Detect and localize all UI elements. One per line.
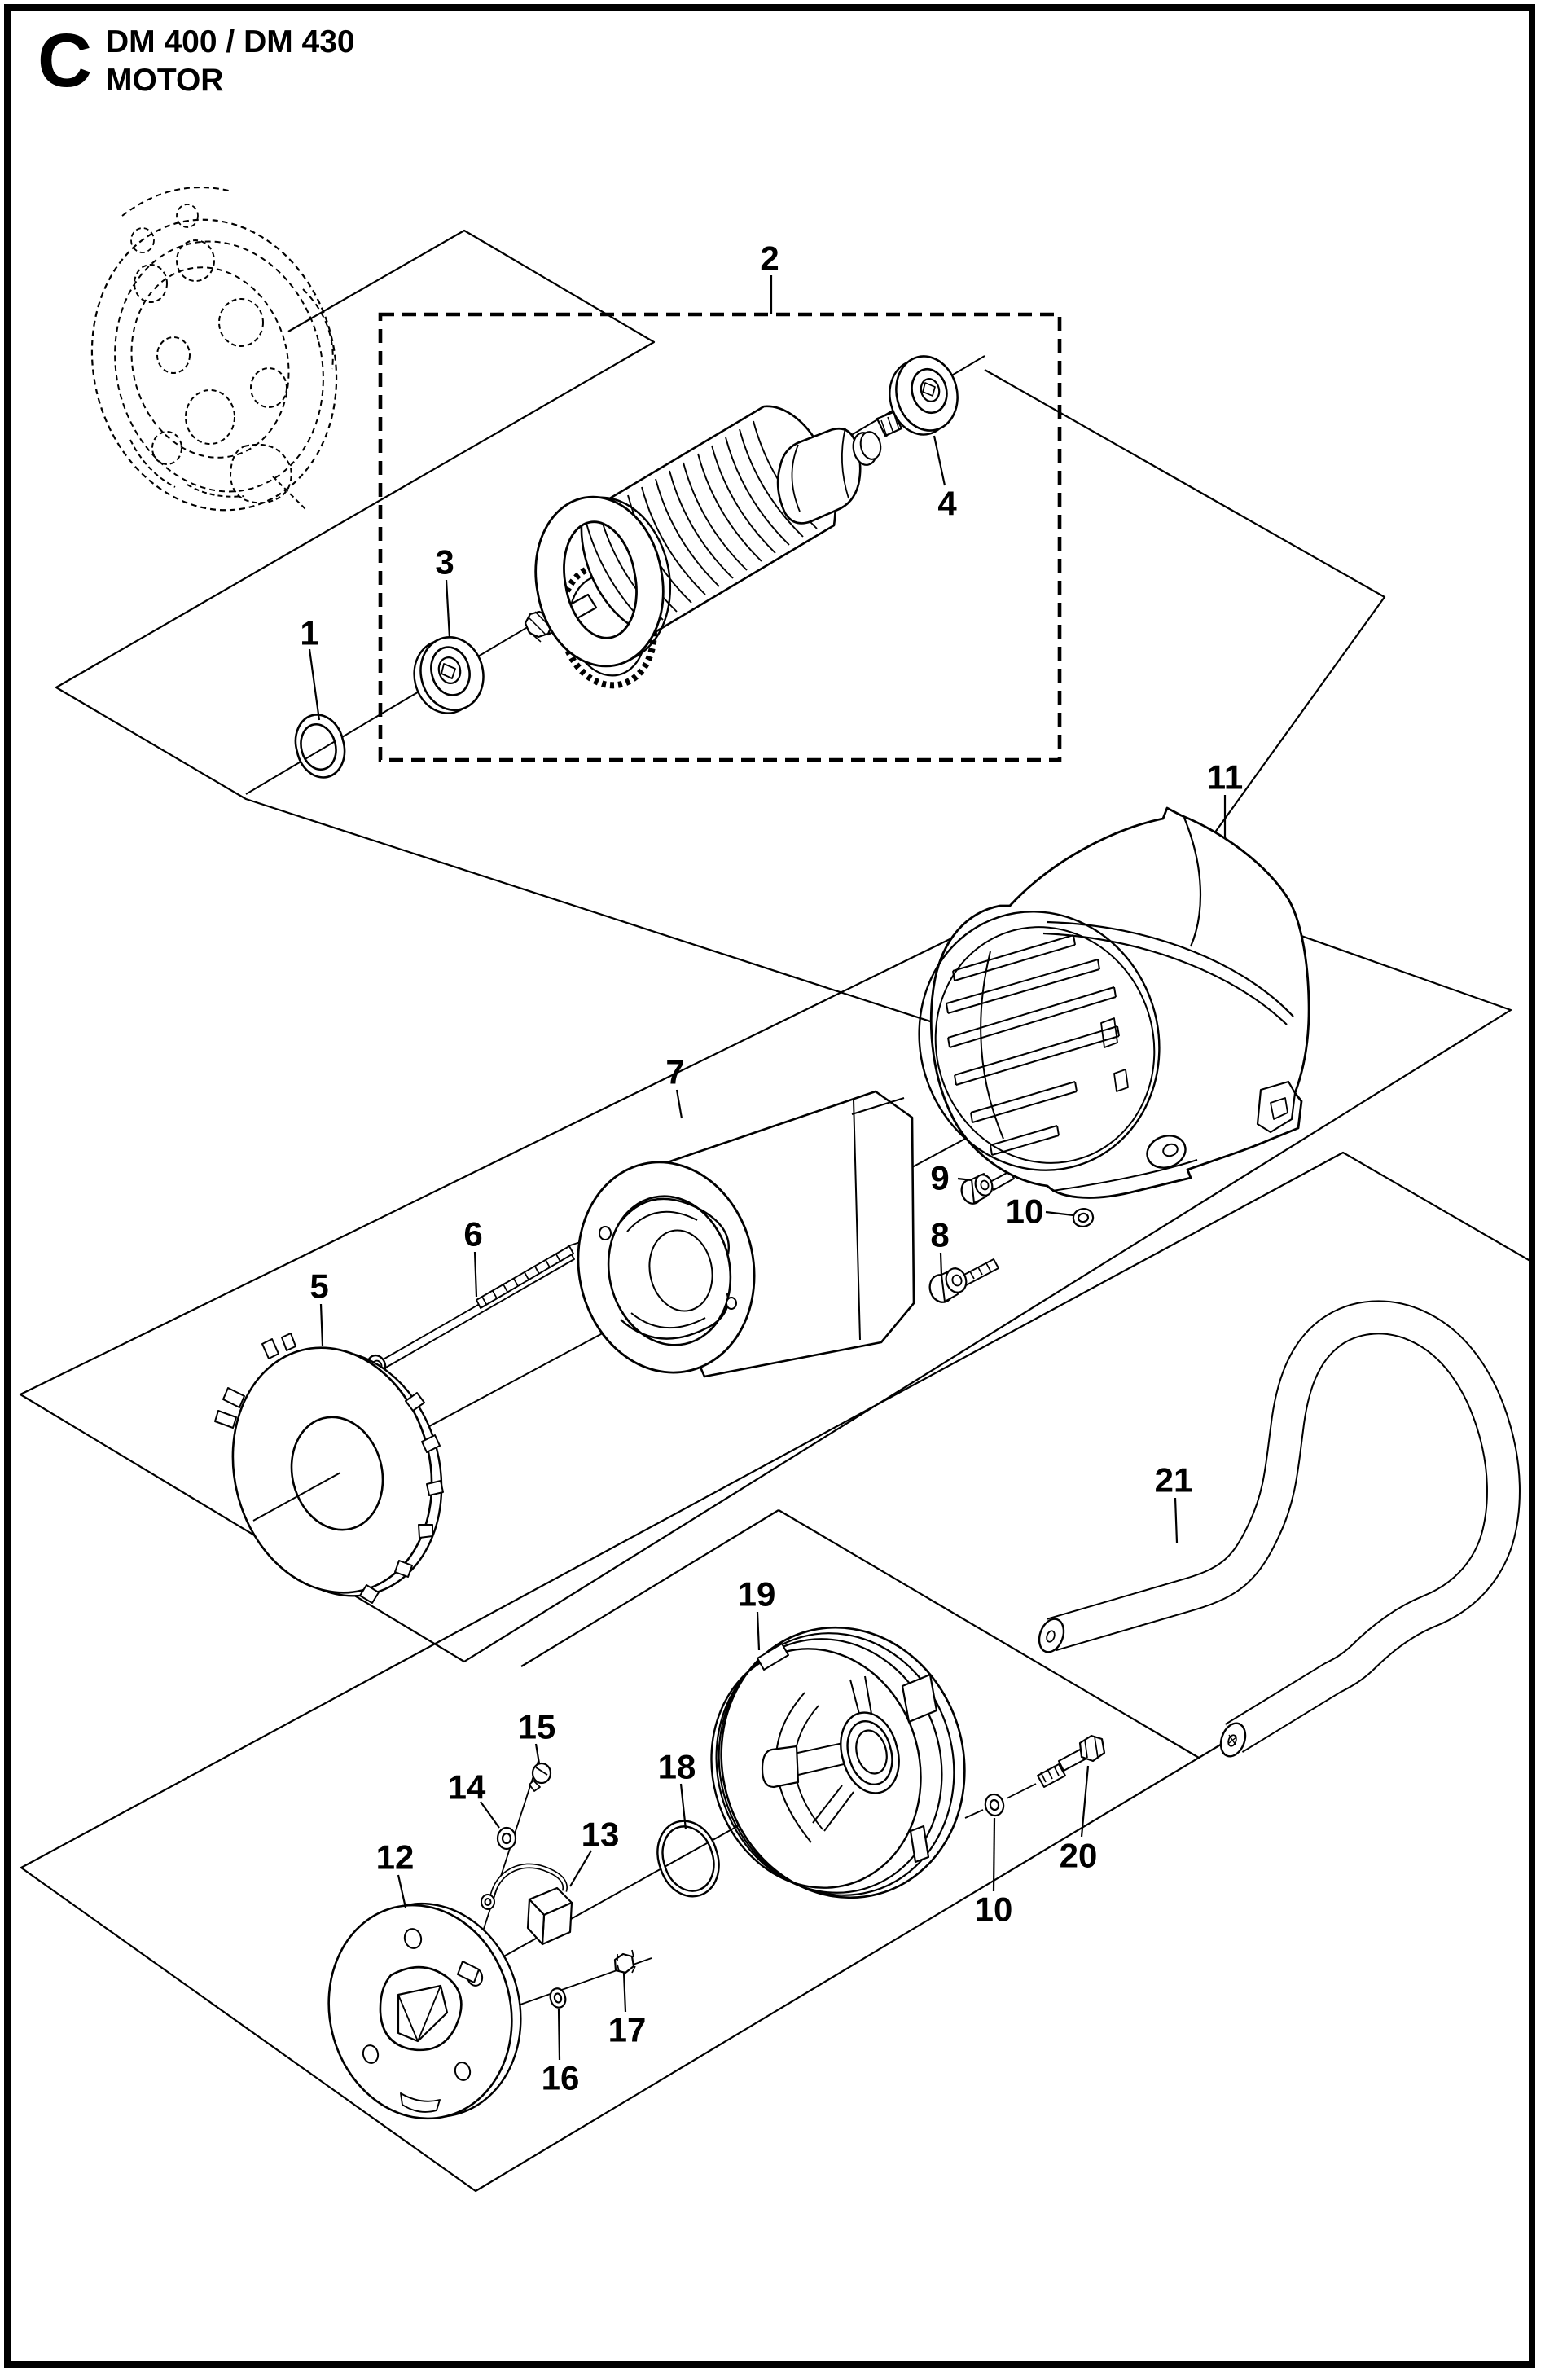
svg-text:20: 20 bbox=[1060, 1837, 1098, 1875]
svg-text:DM 400 / DM 430: DM 400 / DM 430 bbox=[106, 24, 355, 59]
svg-text:16: 16 bbox=[542, 2059, 580, 2097]
svg-text:2: 2 bbox=[760, 239, 779, 278]
svg-text:10: 10 bbox=[1006, 1192, 1044, 1231]
svg-text:7: 7 bbox=[665, 1053, 684, 1091]
svg-text:18: 18 bbox=[658, 1748, 696, 1786]
svg-text:14: 14 bbox=[448, 1768, 486, 1807]
svg-text:MOTOR: MOTOR bbox=[106, 63, 223, 98]
svg-text:12: 12 bbox=[376, 1838, 415, 1877]
svg-text:5: 5 bbox=[309, 1267, 328, 1306]
svg-text:6: 6 bbox=[463, 1215, 482, 1254]
svg-text:15: 15 bbox=[518, 1708, 556, 1746]
svg-text:17: 17 bbox=[608, 2011, 647, 2049]
svg-text:9: 9 bbox=[930, 1159, 949, 1197]
svg-text:3: 3 bbox=[435, 543, 454, 582]
svg-text:8: 8 bbox=[930, 1216, 949, 1254]
svg-text:21: 21 bbox=[1155, 1461, 1193, 1500]
svg-text:C: C bbox=[37, 18, 92, 103]
svg-text:11: 11 bbox=[1207, 758, 1243, 797]
svg-text:10: 10 bbox=[975, 1890, 1013, 1929]
svg-text:13: 13 bbox=[582, 1816, 620, 1854]
svg-text:4: 4 bbox=[937, 485, 957, 523]
svg-text:19: 19 bbox=[738, 1575, 776, 1614]
svg-text:1: 1 bbox=[300, 614, 318, 652]
